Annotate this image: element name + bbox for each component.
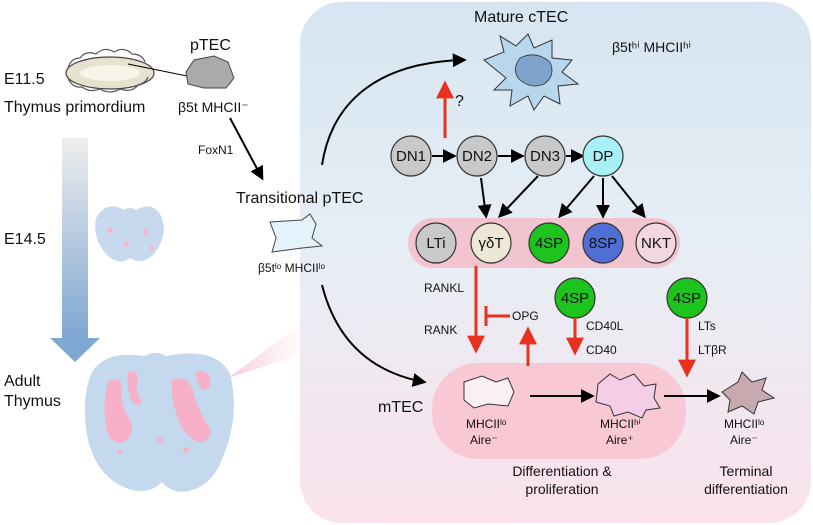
node-lti: LTi bbox=[415, 222, 457, 264]
adult-label: Adult bbox=[4, 373, 41, 390]
node-gdt-label: γδT bbox=[478, 235, 503, 252]
mtec-cell-hi-icon bbox=[595, 373, 661, 419]
node-dn3-label: DN3 bbox=[530, 148, 560, 165]
mtec-cell3-line1: MHCIIˡᵒ bbox=[724, 417, 765, 431]
ptec-label: pTEC bbox=[190, 37, 231, 54]
arrow-to-ctec bbox=[321, 53, 467, 166]
mtec-cell3-line2: Aire⁻ bbox=[730, 433, 758, 447]
node-dn2-label: DN2 bbox=[462, 148, 492, 165]
foxn1-label: FoxN1 bbox=[198, 143, 234, 157]
mtec-cell2-line1: MHCIIʰⁱ bbox=[600, 417, 641, 431]
mtec-cell2-line2: Aire⁺ bbox=[606, 433, 634, 447]
arrow-to-mtec bbox=[321, 284, 427, 387]
node-dp: DP bbox=[582, 135, 624, 177]
mtec-label: mTEC bbox=[378, 399, 423, 416]
stage1-line1: Differentiation & bbox=[512, 463, 612, 479]
ctec-label: Mature cTEC bbox=[474, 9, 568, 26]
cd40l-label: CD40L bbox=[586, 319, 624, 333]
arrow-dn2-gdt bbox=[477, 177, 492, 219]
arrow-ptec-to-transitional bbox=[229, 117, 264, 181]
node-8sp: 8SP bbox=[582, 222, 624, 264]
e115-label: E11.5 bbox=[4, 71, 45, 88]
transitional-ptec-label: Transitional pTEC bbox=[236, 190, 363, 207]
lts-label: LTs bbox=[698, 319, 716, 333]
node-dn1: DN1 bbox=[390, 135, 432, 177]
opg-label: OPG bbox=[512, 309, 539, 323]
node-4sp-cd40l-label: 4SP bbox=[561, 290, 589, 307]
ctec-marker: β5tʰⁱ MHCIIʰⁱ bbox=[612, 39, 691, 55]
mtec-cell-terminal-icon bbox=[721, 371, 776, 415]
stage2-line1: Terminal bbox=[720, 463, 773, 479]
arrow-dn3-gdt bbox=[498, 175, 539, 219]
node-8sp-label: 8SP bbox=[589, 235, 617, 252]
mtec-cell1-line1: MHCIIˡᵒ bbox=[466, 417, 507, 431]
arrow-dp-nkt bbox=[611, 175, 646, 219]
node-nkt: NKT bbox=[635, 222, 677, 264]
thymus-primordium-label: Thymus primordium bbox=[4, 99, 145, 116]
rankl-label: RANKL bbox=[424, 281, 464, 295]
zoom-funnel bbox=[228, 325, 300, 378]
stage2-line2: differentiation bbox=[704, 481, 788, 497]
ltbr-label: LTβR bbox=[698, 343, 727, 357]
e145-thymus-icon bbox=[95, 206, 164, 262]
adult-thymus-icon bbox=[84, 353, 234, 492]
node-4sp-label: 4SP bbox=[535, 235, 563, 252]
node-gdt: γδT bbox=[470, 222, 512, 264]
node-lti-label: LTi bbox=[426, 235, 445, 252]
transitional-marker: β5tˡᵒ MHCIIˡᵒ bbox=[258, 261, 326, 275]
node-dn3: DN3 bbox=[524, 135, 566, 177]
node-4sp: 4SP bbox=[528, 222, 570, 264]
transitional-ptec-cell-icon bbox=[269, 213, 324, 253]
node-dn2: DN2 bbox=[456, 135, 498, 177]
mtec-cell1-line2: Aire⁻ bbox=[470, 433, 498, 447]
question-mark: ? bbox=[455, 93, 464, 110]
cd40-label: CD40 bbox=[586, 343, 617, 357]
thymus-primordium-icon bbox=[65, 48, 193, 93]
stage1-line2: proliferation bbox=[525, 481, 598, 497]
thymus-label: Thymus bbox=[4, 393, 61, 410]
node-nkt-label: NKT bbox=[641, 235, 671, 252]
node-4sp-lts-label: 4SP bbox=[673, 290, 701, 307]
node-4sp-lts: 4SP bbox=[666, 277, 708, 319]
node-dp-label: DP bbox=[593, 148, 614, 165]
node-4sp-cd40l: 4SP bbox=[554, 277, 596, 319]
ptec-cell-icon bbox=[185, 55, 235, 89]
rank-label: RANK bbox=[424, 323, 457, 337]
mtec-cell-lo-icon bbox=[463, 375, 515, 409]
ctec-cell-icon bbox=[483, 33, 580, 112]
e145-label: E14.5 bbox=[4, 231, 46, 248]
timeline-arrow bbox=[50, 138, 100, 362]
arrow-dp-4sp bbox=[558, 175, 595, 219]
ptec-marker: β5t MHCII⁻ bbox=[178, 99, 249, 115]
node-dn1-label: DN1 bbox=[396, 148, 426, 165]
